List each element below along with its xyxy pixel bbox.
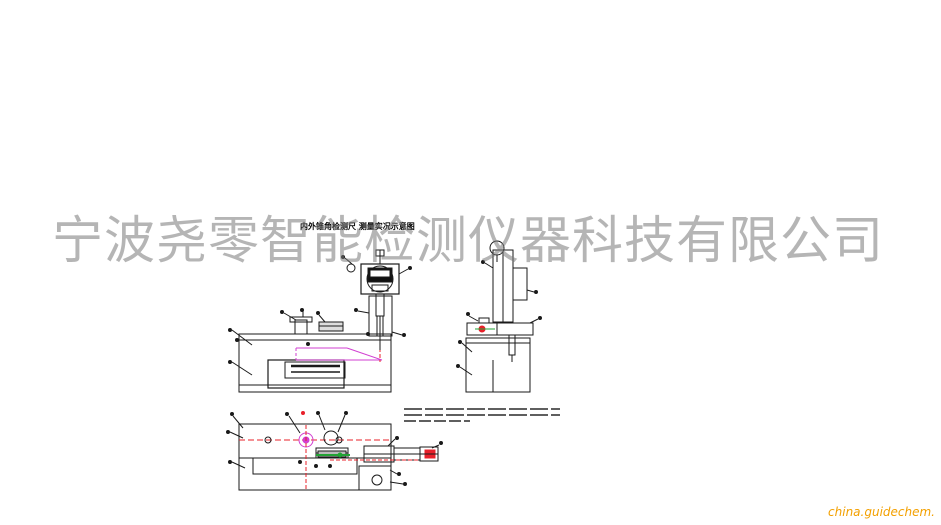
front-view [228, 249, 412, 393]
source-tag[interactable]: china.guidechem. [828, 505, 935, 519]
side-base-block [465, 337, 531, 393]
technical-notes [404, 408, 560, 422]
drawing-title: 内外锥角检测尺 测量实况示意图 [300, 221, 415, 231]
front-base-block [238, 333, 392, 393]
plan-base-block [238, 423, 392, 491]
plan-view [226, 411, 443, 491]
taper-workpiece [295, 347, 383, 361]
side-view [456, 240, 542, 393]
